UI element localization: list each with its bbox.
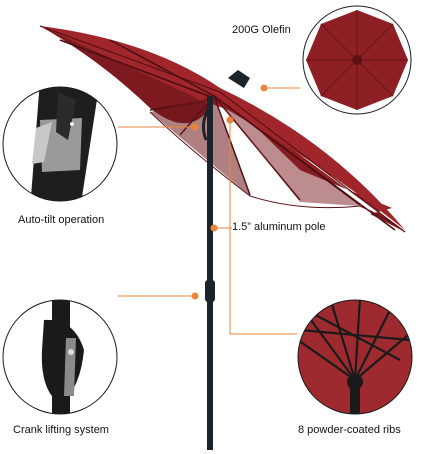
auto-tilt-closeup	[2, 86, 118, 202]
umbrella-pole	[201, 96, 215, 450]
callout-dots	[191, 84, 268, 300]
callout-lines	[118, 87, 300, 335]
olefin-label: 200G Olefin	[232, 24, 291, 36]
auto-tilt-label: Auto-tilt operation	[18, 214, 105, 226]
umbrella-canopy	[39, 25, 406, 233]
canopy-top-closeup	[302, 5, 412, 115]
crank-closeup	[2, 299, 118, 415]
pole-label: 1.5” aluminum pole	[232, 221, 326, 233]
ribs-label: 8 powder-coated ribs	[298, 424, 401, 436]
crank-label: Crank lifting system	[13, 424, 109, 436]
ribs-underside-closeup	[297, 299, 413, 415]
